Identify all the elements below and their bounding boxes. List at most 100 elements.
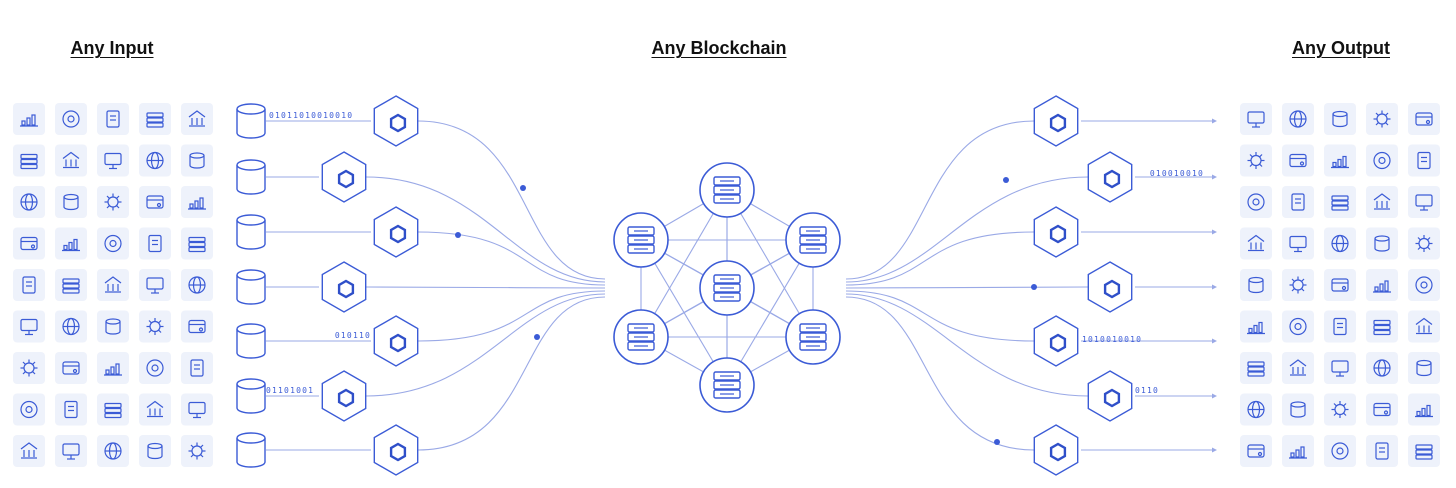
dollar-icon — [1324, 103, 1356, 135]
skyscraper-icon — [1408, 393, 1440, 426]
gears-icon — [55, 393, 87, 426]
any-blockchain-heading: Any Blockchain — [651, 38, 787, 58]
document-edit-icon — [139, 144, 171, 177]
output-curve — [845, 176, 1089, 283]
input-curve — [417, 290, 606, 342]
any-input-heading: Any Input — [70, 38, 154, 58]
satellite-dish-icon — [1282, 186, 1314, 218]
arrow-head — [1212, 174, 1217, 180]
output-icon-grid — [1240, 103, 1440, 467]
football-icon — [139, 310, 171, 343]
compass-icon — [181, 103, 213, 135]
code-window-icon — [55, 435, 87, 467]
binary-streams: 0101101001001001011001101001010010010101… — [266, 111, 1204, 395]
cloud-lock-icon — [1240, 227, 1272, 260]
telescope-icon — [55, 227, 87, 260]
oracle-node-hex — [1033, 424, 1079, 476]
soccer-ball-icon — [97, 352, 129, 384]
icon-grids — [13, 103, 1440, 467]
card-check-icon — [1282, 144, 1314, 177]
export-window-icon — [1408, 352, 1440, 384]
database-icon — [236, 103, 266, 139]
bank-icon — [1408, 144, 1440, 177]
delivery-truck-icon — [13, 227, 45, 260]
shopping-cart-icon — [139, 227, 171, 260]
document-search-icon — [1240, 186, 1272, 218]
monitor-upload-icon — [97, 393, 129, 426]
bank-card-icon — [1366, 103, 1398, 135]
tracking-location-icon — [139, 186, 171, 218]
checklist-icon — [1324, 186, 1356, 218]
wallet-icon — [1366, 269, 1398, 301]
chip-icon — [1240, 393, 1272, 426]
output-curve — [845, 231, 1035, 286]
bitcoin-icon — [1282, 227, 1314, 260]
data-packet-dot — [1003, 177, 1009, 183]
exchange-dollar-icon — [55, 269, 87, 301]
globe-network-icon — [1366, 227, 1398, 260]
gavel-icon — [97, 144, 129, 177]
input-curve — [417, 231, 606, 286]
document-building-icon — [1366, 393, 1398, 426]
blockchain-node — [785, 212, 841, 268]
oracle-node-hex — [373, 206, 419, 258]
oracle-node-hex — [1087, 261, 1133, 313]
blockchain-node — [613, 212, 669, 268]
document-mobile-icon — [97, 186, 129, 218]
input-curve — [365, 286, 606, 289]
field-icon — [181, 352, 213, 384]
blocks-icon — [1282, 310, 1314, 343]
database-sync-icon — [139, 352, 171, 384]
health-profile-icon — [13, 435, 45, 467]
sun-icon — [97, 310, 129, 343]
binary-stream-text: 010010010 — [1150, 169, 1204, 178]
city-buildings-icon — [1240, 103, 1272, 135]
euro-icon — [1408, 186, 1440, 218]
growth-chart-icon — [139, 103, 171, 135]
binary-stream-text: 01101001 — [266, 386, 314, 395]
oracle-nodes — [321, 95, 1133, 476]
oracle-node-hex — [1087, 151, 1133, 203]
output-curve — [845, 293, 1089, 397]
output-curve — [845, 120, 1035, 280]
user-card-icon — [181, 435, 213, 467]
globe-lock-icon — [1240, 144, 1272, 177]
server-stack-icon — [1282, 103, 1314, 135]
arrow-head — [1212, 393, 1217, 399]
binary-stream-text: 0110 — [1135, 386, 1159, 395]
oracle-node-hex — [1033, 95, 1079, 147]
map-pin-icon — [13, 393, 45, 426]
any-output-heading: Any Output — [1292, 38, 1390, 58]
blockchain-node — [699, 260, 755, 316]
atom-icon — [55, 352, 87, 384]
data-packet-dot — [994, 439, 1000, 445]
input-curve — [365, 176, 606, 283]
oil-rig-icon — [139, 393, 171, 426]
binary-data-icon — [97, 227, 129, 260]
arrow-head — [1212, 447, 1217, 453]
oracle-node-hex — [1087, 370, 1133, 422]
arrow-head — [1212, 284, 1217, 290]
bank-building-icon — [1282, 269, 1314, 301]
data-packets — [455, 177, 1037, 445]
server-list-icon — [1408, 269, 1440, 301]
database-icon — [236, 159, 266, 195]
settings-gears-icon — [1324, 310, 1356, 343]
hard-drive-icon — [1408, 103, 1440, 135]
output-curve — [845, 296, 1035, 451]
oracle-node-hex — [321, 370, 367, 422]
oracle-node-hex — [373, 95, 419, 147]
laptop-dollar-icon — [55, 310, 87, 343]
capitol-icon — [1324, 352, 1356, 384]
office-buildings-icon — [1408, 310, 1440, 343]
globe-icon — [1366, 186, 1398, 218]
oracle-node-hex — [1033, 315, 1079, 367]
blockchain-nodes — [613, 162, 841, 413]
terminal-icon — [1366, 144, 1398, 177]
newspaper-icon — [1366, 435, 1398, 467]
pound-icon — [1366, 352, 1398, 384]
oracle-node-hex — [373, 424, 419, 476]
monitor-check-icon — [1240, 352, 1272, 384]
blockchain-node — [613, 309, 669, 365]
oracle-node-hex — [373, 315, 419, 367]
